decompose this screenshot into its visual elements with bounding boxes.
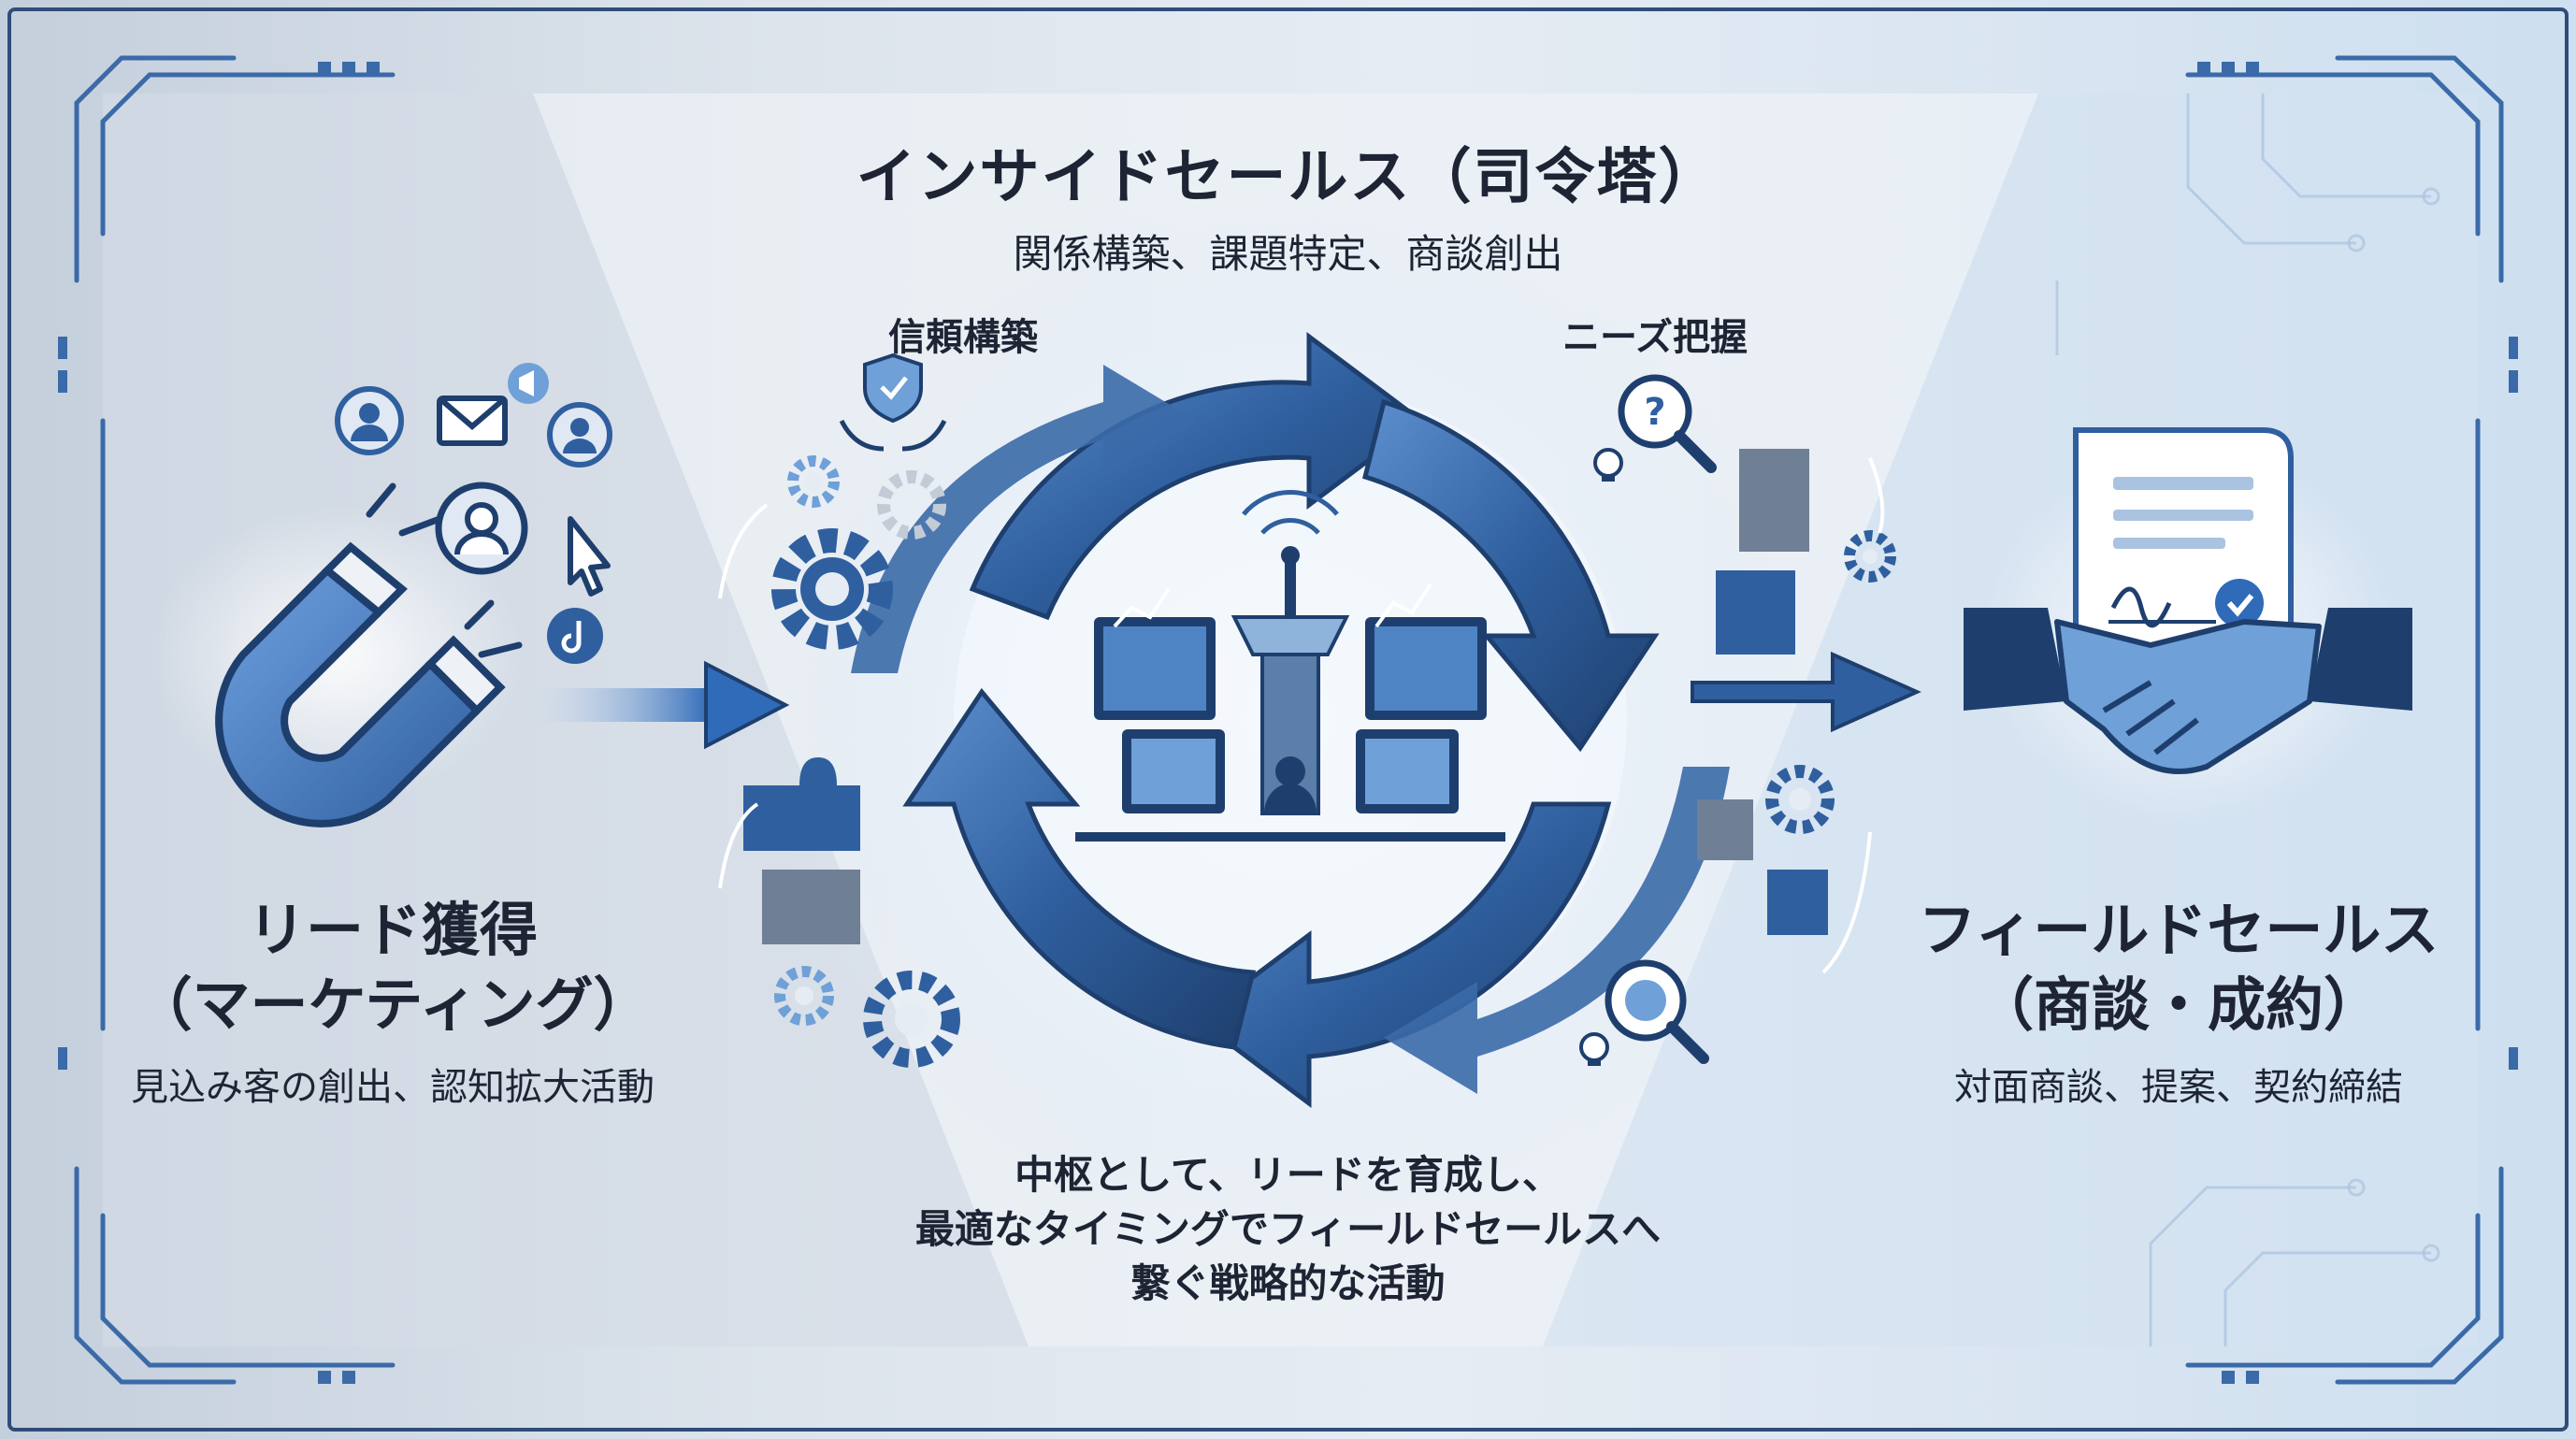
description-line: 繋ぐ戦略的な活動 — [1130, 1260, 1446, 1306]
megaphone-icon — [508, 363, 549, 404]
chat-user-icon — [547, 402, 612, 468]
lead-arrow — [524, 660, 790, 750]
user-icon — [435, 482, 528, 575]
gear-icon — [1765, 765, 1835, 834]
cursor-icon — [568, 516, 611, 597]
gear-icon — [787, 455, 840, 508]
svg-text:?: ? — [1644, 391, 1665, 434]
lead-generation-title: リード獲得 — [247, 896, 538, 964]
gear-icon — [771, 528, 893, 650]
gear-icon — [1844, 530, 1896, 583]
shield-check-icon — [839, 353, 947, 452]
control-tower-icon — [1075, 490, 1505, 842]
cycle-arrows-icon — [851, 332, 1730, 1108]
monitor-icon — [1113, 583, 1432, 628]
lightbulb-icon — [1593, 448, 1623, 482]
gear-icon — [863, 971, 960, 1068]
center-cycle: ? — [718, 332, 1921, 1108]
lead-generation-subtitle: （マーケティング） — [134, 971, 652, 1039]
magnet-icon — [215, 541, 506, 827]
magnifier-icon: ? — [1618, 374, 1717, 473]
description-line: 中枢として、リードを育成し、 — [1015, 1152, 1561, 1198]
inside-sales-title: インサイドセールス（司令塔） — [856, 143, 1720, 212]
puzzle-icon — [1697, 799, 1828, 935]
puzzle-icon — [1716, 449, 1809, 655]
lightbulb-icon — [1579, 1032, 1609, 1066]
inside-sales-subtitle: 関係構築、課題特定、商談創出 — [1013, 231, 1563, 277]
description-line: 最適なタイミングでフィールドセールスへ — [914, 1206, 1662, 1252]
field-sales-subtitle: （商談・成約） — [1975, 971, 2382, 1039]
lead-illustration — [159, 363, 612, 827]
checkmark-icon — [2215, 579, 2264, 627]
gear-icon — [774, 966, 834, 1026]
label-trust-building: 信頼構築 — [888, 316, 1038, 359]
field-sales-description: 対面商談、提案、契約締結 — [1954, 1066, 2403, 1109]
tiktok-icon — [547, 608, 603, 664]
handshake-icon — [1964, 608, 2412, 774]
mail-icon — [437, 396, 508, 446]
user-icon — [335, 386, 404, 455]
lead-generation-description: 見込み客の創出、認知拡大活動 — [131, 1066, 655, 1109]
brain-icon — [1605, 959, 1709, 1064]
label-needs-understanding: ニーズ把握 — [1562, 316, 1748, 359]
deal-illustration — [1964, 427, 2412, 823]
puzzle-icon — [743, 757, 860, 944]
field-sales-title: フィールドセールス — [1918, 896, 2439, 964]
inside-sales-description: 中枢として、リードを育成し、 最適なタイミングでフィールドセールスへ 繋ぐ戦略的… — [0, 1148, 2576, 1311]
gear-icon — [877, 470, 946, 540]
